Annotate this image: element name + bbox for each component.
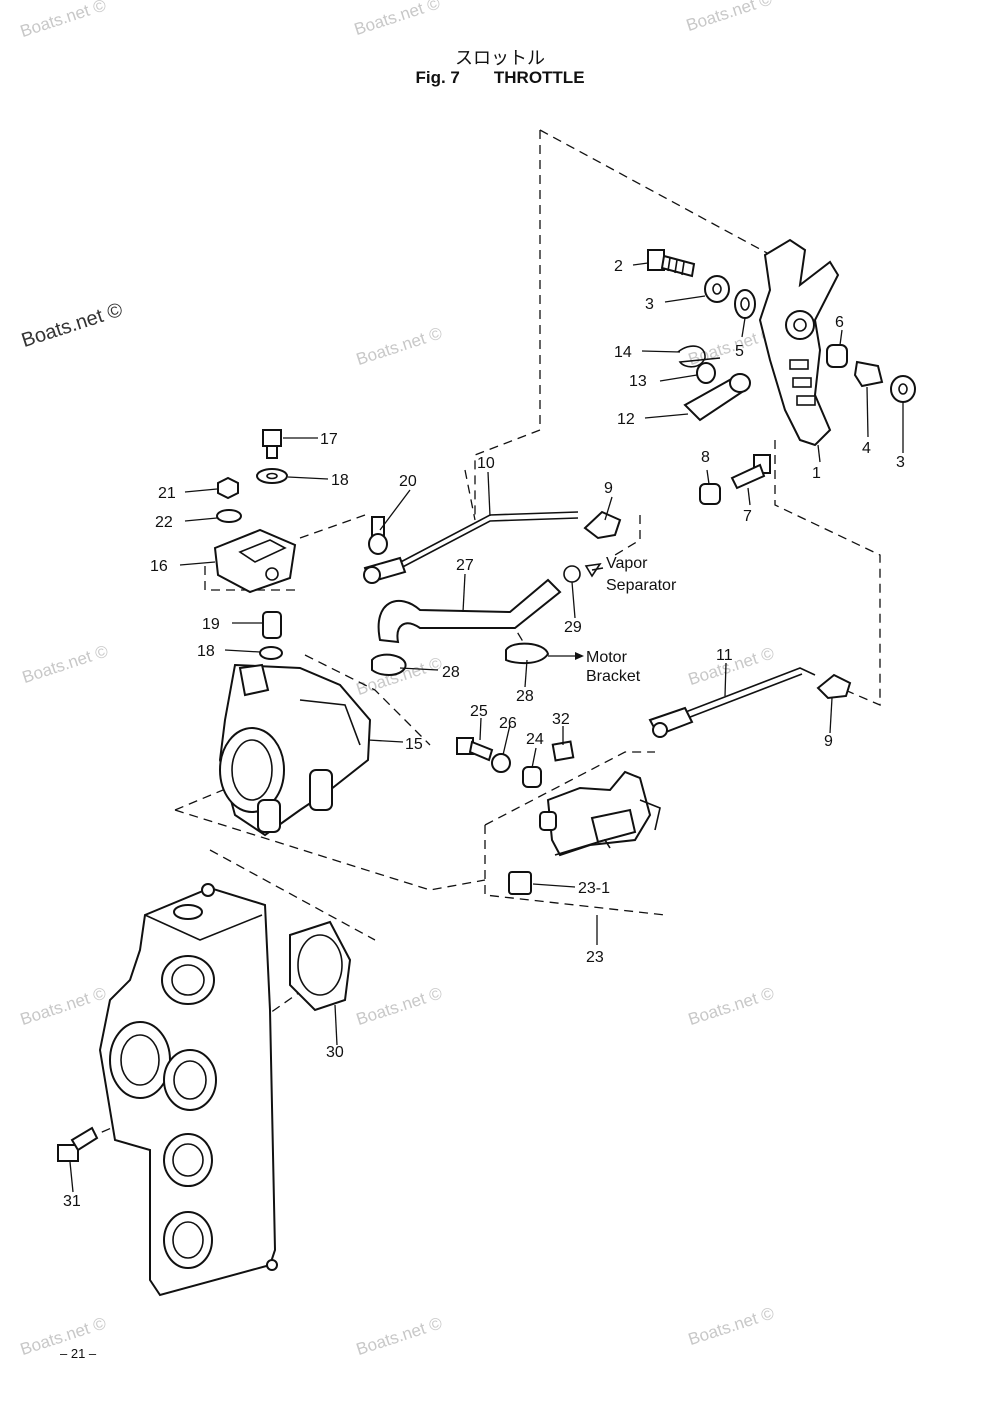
callout-21: 21 (158, 485, 176, 502)
callout-18: 18 (331, 472, 349, 489)
bushing (826, 344, 848, 368)
callout-labels: 2 3 5 6 14 13 12 4 3 1 8 7 17 18 21 22 1… (63, 258, 905, 1210)
washer (696, 362, 716, 384)
arrow-to-vapor-separator (584, 562, 604, 578)
rod-clip (816, 673, 852, 700)
callout-31: 31 (63, 1193, 81, 1210)
callout-30: 30 (326, 1044, 344, 1061)
washer (216, 509, 242, 523)
throttle-cam-plate (213, 528, 297, 594)
throttle-body (218, 663, 372, 837)
callout-17: 17 (320, 431, 338, 448)
callout-26: 26 (499, 715, 517, 732)
callout-28: 28 (516, 688, 534, 705)
callout-16: 16 (150, 558, 168, 575)
throttle-lever-assembly (539, 770, 661, 857)
diagram-title-japanese: スロットル (455, 48, 545, 69)
collar (262, 611, 282, 639)
callout-23: 23 (586, 949, 604, 966)
note-vapor-line1: Vapor (606, 555, 648, 572)
arrow-to-motor-bracket (548, 652, 584, 660)
ball-stud (368, 516, 388, 555)
callout-3: 3 (645, 296, 654, 313)
throttle-link-rod-lower (648, 667, 816, 738)
callout-5: 5 (735, 343, 744, 360)
hose-clip (563, 565, 581, 583)
callout-7: 7 (743, 508, 752, 525)
bolt (456, 737, 494, 762)
callout-23-1: 23-1 (578, 880, 610, 897)
bolt (57, 1126, 99, 1162)
rod-clip (583, 510, 622, 540)
callout-22: 22 (155, 514, 173, 531)
washer (256, 468, 288, 484)
callout-25: 25 (470, 703, 488, 720)
note-motor-line1: Motor (586, 649, 628, 666)
diagram-title: Fig. 7 THROTTLE (0, 68, 1000, 88)
callout-24: 24 (526, 731, 544, 748)
callout-32: 32 (552, 711, 570, 728)
callout-3: 3 (896, 454, 905, 471)
callout-11: 11 (716, 647, 733, 664)
spacer-plate (551, 740, 575, 762)
callout-12: 12 (617, 411, 635, 428)
collar (853, 360, 884, 388)
note-motor-line2: Bracket (586, 668, 641, 685)
bolt (647, 249, 696, 278)
callout-15: 15 (405, 736, 423, 753)
callout-9: 9 (604, 480, 613, 497)
callout-18: 18 (197, 643, 215, 660)
leader-lines (69, 262, 904, 1193)
stopper-block (508, 871, 532, 895)
callout-4: 4 (862, 440, 871, 457)
callout-28: 28 (442, 664, 460, 681)
ball-joint (683, 373, 751, 422)
washer (704, 275, 730, 303)
figure-number: Fig. 7 (415, 68, 460, 87)
washer (491, 753, 511, 773)
nut (217, 476, 239, 500)
collar (699, 483, 721, 505)
hose-clamp (505, 642, 550, 665)
washer (259, 646, 283, 660)
bolt (262, 429, 282, 459)
intake-manifold (98, 883, 278, 1297)
hose-clamp (371, 653, 407, 676)
collar (522, 766, 542, 788)
callout-27: 27 (456, 557, 474, 574)
callout-1: 1 (812, 465, 821, 482)
note-vapor-line2: Separator (606, 577, 677, 594)
clip (677, 345, 721, 368)
vapor-hose (377, 578, 562, 644)
throttle-lever-arm (758, 238, 840, 447)
callout-9: 9 (824, 733, 833, 750)
callout-20: 20 (399, 473, 417, 490)
callout-19: 19 (202, 616, 220, 633)
page-number: – 21 – (60, 1346, 97, 1361)
callout-29: 29 (564, 619, 582, 636)
washer (890, 375, 916, 403)
callout-10: 10 (477, 455, 495, 472)
bolt (730, 454, 771, 490)
callout-13: 13 (629, 373, 647, 390)
callout-8: 8 (701, 449, 710, 466)
callout-6: 6 (835, 314, 844, 331)
collar (734, 289, 756, 319)
gasket (289, 920, 352, 1012)
figure-title: THROTTLE (493, 68, 585, 87)
callout-14: 14 (614, 344, 632, 361)
callout-2: 2 (614, 258, 623, 275)
